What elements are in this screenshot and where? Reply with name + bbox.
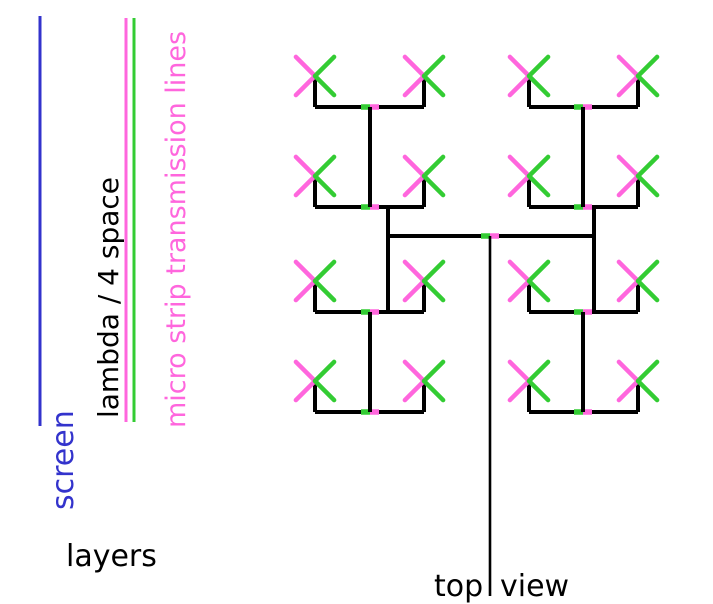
label-view: view bbox=[500, 569, 570, 604]
crossed-dipole-element bbox=[293, 359, 337, 403]
dipole-arm-top-left bbox=[616, 54, 641, 79]
dipole-arm-top-left bbox=[507, 154, 532, 179]
crossed-dipole-element bbox=[616, 259, 660, 303]
dipole-arm-top-left bbox=[293, 154, 318, 179]
crossed-dipole-element bbox=[507, 154, 551, 198]
dipole-arm-top-right bbox=[526, 154, 551, 179]
dipole-arm-top-right bbox=[312, 54, 337, 79]
dipole-arm-bottom-left bbox=[616, 278, 641, 303]
dipole-arm-top-left bbox=[616, 259, 641, 284]
dipole-arm-top-right bbox=[421, 259, 446, 284]
crossed-dipole-element bbox=[507, 259, 551, 303]
dipole-arm-top-left bbox=[402, 359, 427, 384]
crossed-dipole-element bbox=[402, 54, 446, 98]
crossed-dipole-element bbox=[507, 54, 551, 98]
crossed-dipole-element bbox=[616, 154, 660, 198]
dipole-arm-bottom-left bbox=[507, 378, 532, 403]
dipole-arm-bottom-right bbox=[526, 173, 551, 198]
dipole-arm-top-left bbox=[507, 259, 532, 284]
crossed-dipole-element bbox=[616, 54, 660, 98]
dipole-arm-bottom-left bbox=[293, 73, 318, 98]
dipole-arm-top-left bbox=[616, 154, 641, 179]
dipole-arm-bottom-left bbox=[402, 378, 427, 403]
dipole-arm-top-right bbox=[526, 259, 551, 284]
dipole-arm-top-left bbox=[616, 359, 641, 384]
crossed-dipole-element bbox=[402, 154, 446, 198]
dipole-arm-top-left bbox=[293, 259, 318, 284]
dipole-arm-top-right bbox=[526, 359, 551, 384]
crossed-dipole-element bbox=[616, 359, 660, 403]
dipole-arm-bottom-right bbox=[421, 173, 446, 198]
dipole-arm-bottom-right bbox=[635, 173, 660, 198]
array-clipped-group bbox=[293, 54, 660, 415]
label-top: top bbox=[434, 569, 484, 604]
dipole-arm-bottom-right bbox=[421, 73, 446, 98]
crossed-dipole-element bbox=[402, 259, 446, 303]
dipole-arm-bottom-right bbox=[312, 278, 337, 303]
dipole-elements-group bbox=[293, 54, 660, 403]
dipole-arm-bottom-right bbox=[312, 73, 337, 98]
crossed-dipole-element bbox=[402, 359, 446, 403]
dipole-arm-bottom-left bbox=[616, 173, 641, 198]
label-layers: layers bbox=[66, 539, 157, 574]
label-lambda-quarter-space: lambda / 4 space bbox=[92, 176, 125, 418]
dipole-arm-bottom-left bbox=[402, 278, 427, 303]
dipole-arm-bottom-right bbox=[312, 378, 337, 403]
dipole-arm-bottom-right bbox=[312, 173, 337, 198]
dipole-arm-bottom-left bbox=[507, 278, 532, 303]
dipole-arm-bottom-left bbox=[507, 73, 532, 98]
dipole-arm-top-left bbox=[293, 359, 318, 384]
dipole-arm-bottom-right bbox=[526, 73, 551, 98]
dipole-arm-bottom-left bbox=[293, 378, 318, 403]
dipole-arm-bottom-right bbox=[635, 378, 660, 403]
crossed-dipole-element bbox=[293, 54, 337, 98]
dipole-arm-bottom-right bbox=[526, 278, 551, 303]
dipole-arm-bottom-right bbox=[635, 278, 660, 303]
dipole-arm-bottom-left bbox=[402, 173, 427, 198]
dipole-arm-bottom-right bbox=[526, 378, 551, 403]
crossed-dipole-element bbox=[293, 154, 337, 198]
crossed-dipole-element bbox=[293, 259, 337, 303]
dipole-arm-top-right bbox=[526, 54, 551, 79]
dipole-arm-top-left bbox=[293, 54, 318, 79]
dipole-arm-top-right bbox=[312, 359, 337, 384]
dipole-arm-top-left bbox=[402, 54, 427, 79]
dipole-arm-top-right bbox=[635, 154, 660, 179]
dipole-arm-top-right bbox=[421, 154, 446, 179]
label-screen: screen bbox=[46, 410, 81, 510]
dipole-arm-top-right bbox=[421, 359, 446, 384]
dipole-arm-top-right bbox=[635, 259, 660, 284]
crossed-dipole-element bbox=[507, 359, 551, 403]
dipole-arm-top-right bbox=[421, 54, 446, 79]
dipole-arm-bottom-left bbox=[293, 173, 318, 198]
dipole-arm-bottom-left bbox=[616, 73, 641, 98]
dipole-arm-bottom-left bbox=[293, 278, 318, 303]
dipole-arm-bottom-left bbox=[402, 73, 427, 98]
dipole-arm-top-left bbox=[402, 259, 427, 284]
feed-network-group bbox=[313, 76, 640, 415]
label-micro-strip-transmission-lines: micro strip transmission lines bbox=[161, 30, 192, 428]
dipole-arm-top-left bbox=[507, 359, 532, 384]
dipole-arm-top-right bbox=[635, 54, 660, 79]
dipole-arm-bottom-right bbox=[421, 278, 446, 303]
dipole-arm-top-right bbox=[312, 154, 337, 179]
dipole-arm-bottom-left bbox=[616, 378, 641, 403]
dipole-arm-top-left bbox=[507, 54, 532, 79]
dipole-arm-top-left bbox=[402, 154, 427, 179]
dipole-arm-top-right bbox=[635, 359, 660, 384]
dipole-arm-bottom-right bbox=[421, 378, 446, 403]
dipole-arm-bottom-left bbox=[507, 173, 532, 198]
dipole-arm-top-right bbox=[312, 259, 337, 284]
dipole-arm-bottom-right bbox=[635, 73, 660, 98]
